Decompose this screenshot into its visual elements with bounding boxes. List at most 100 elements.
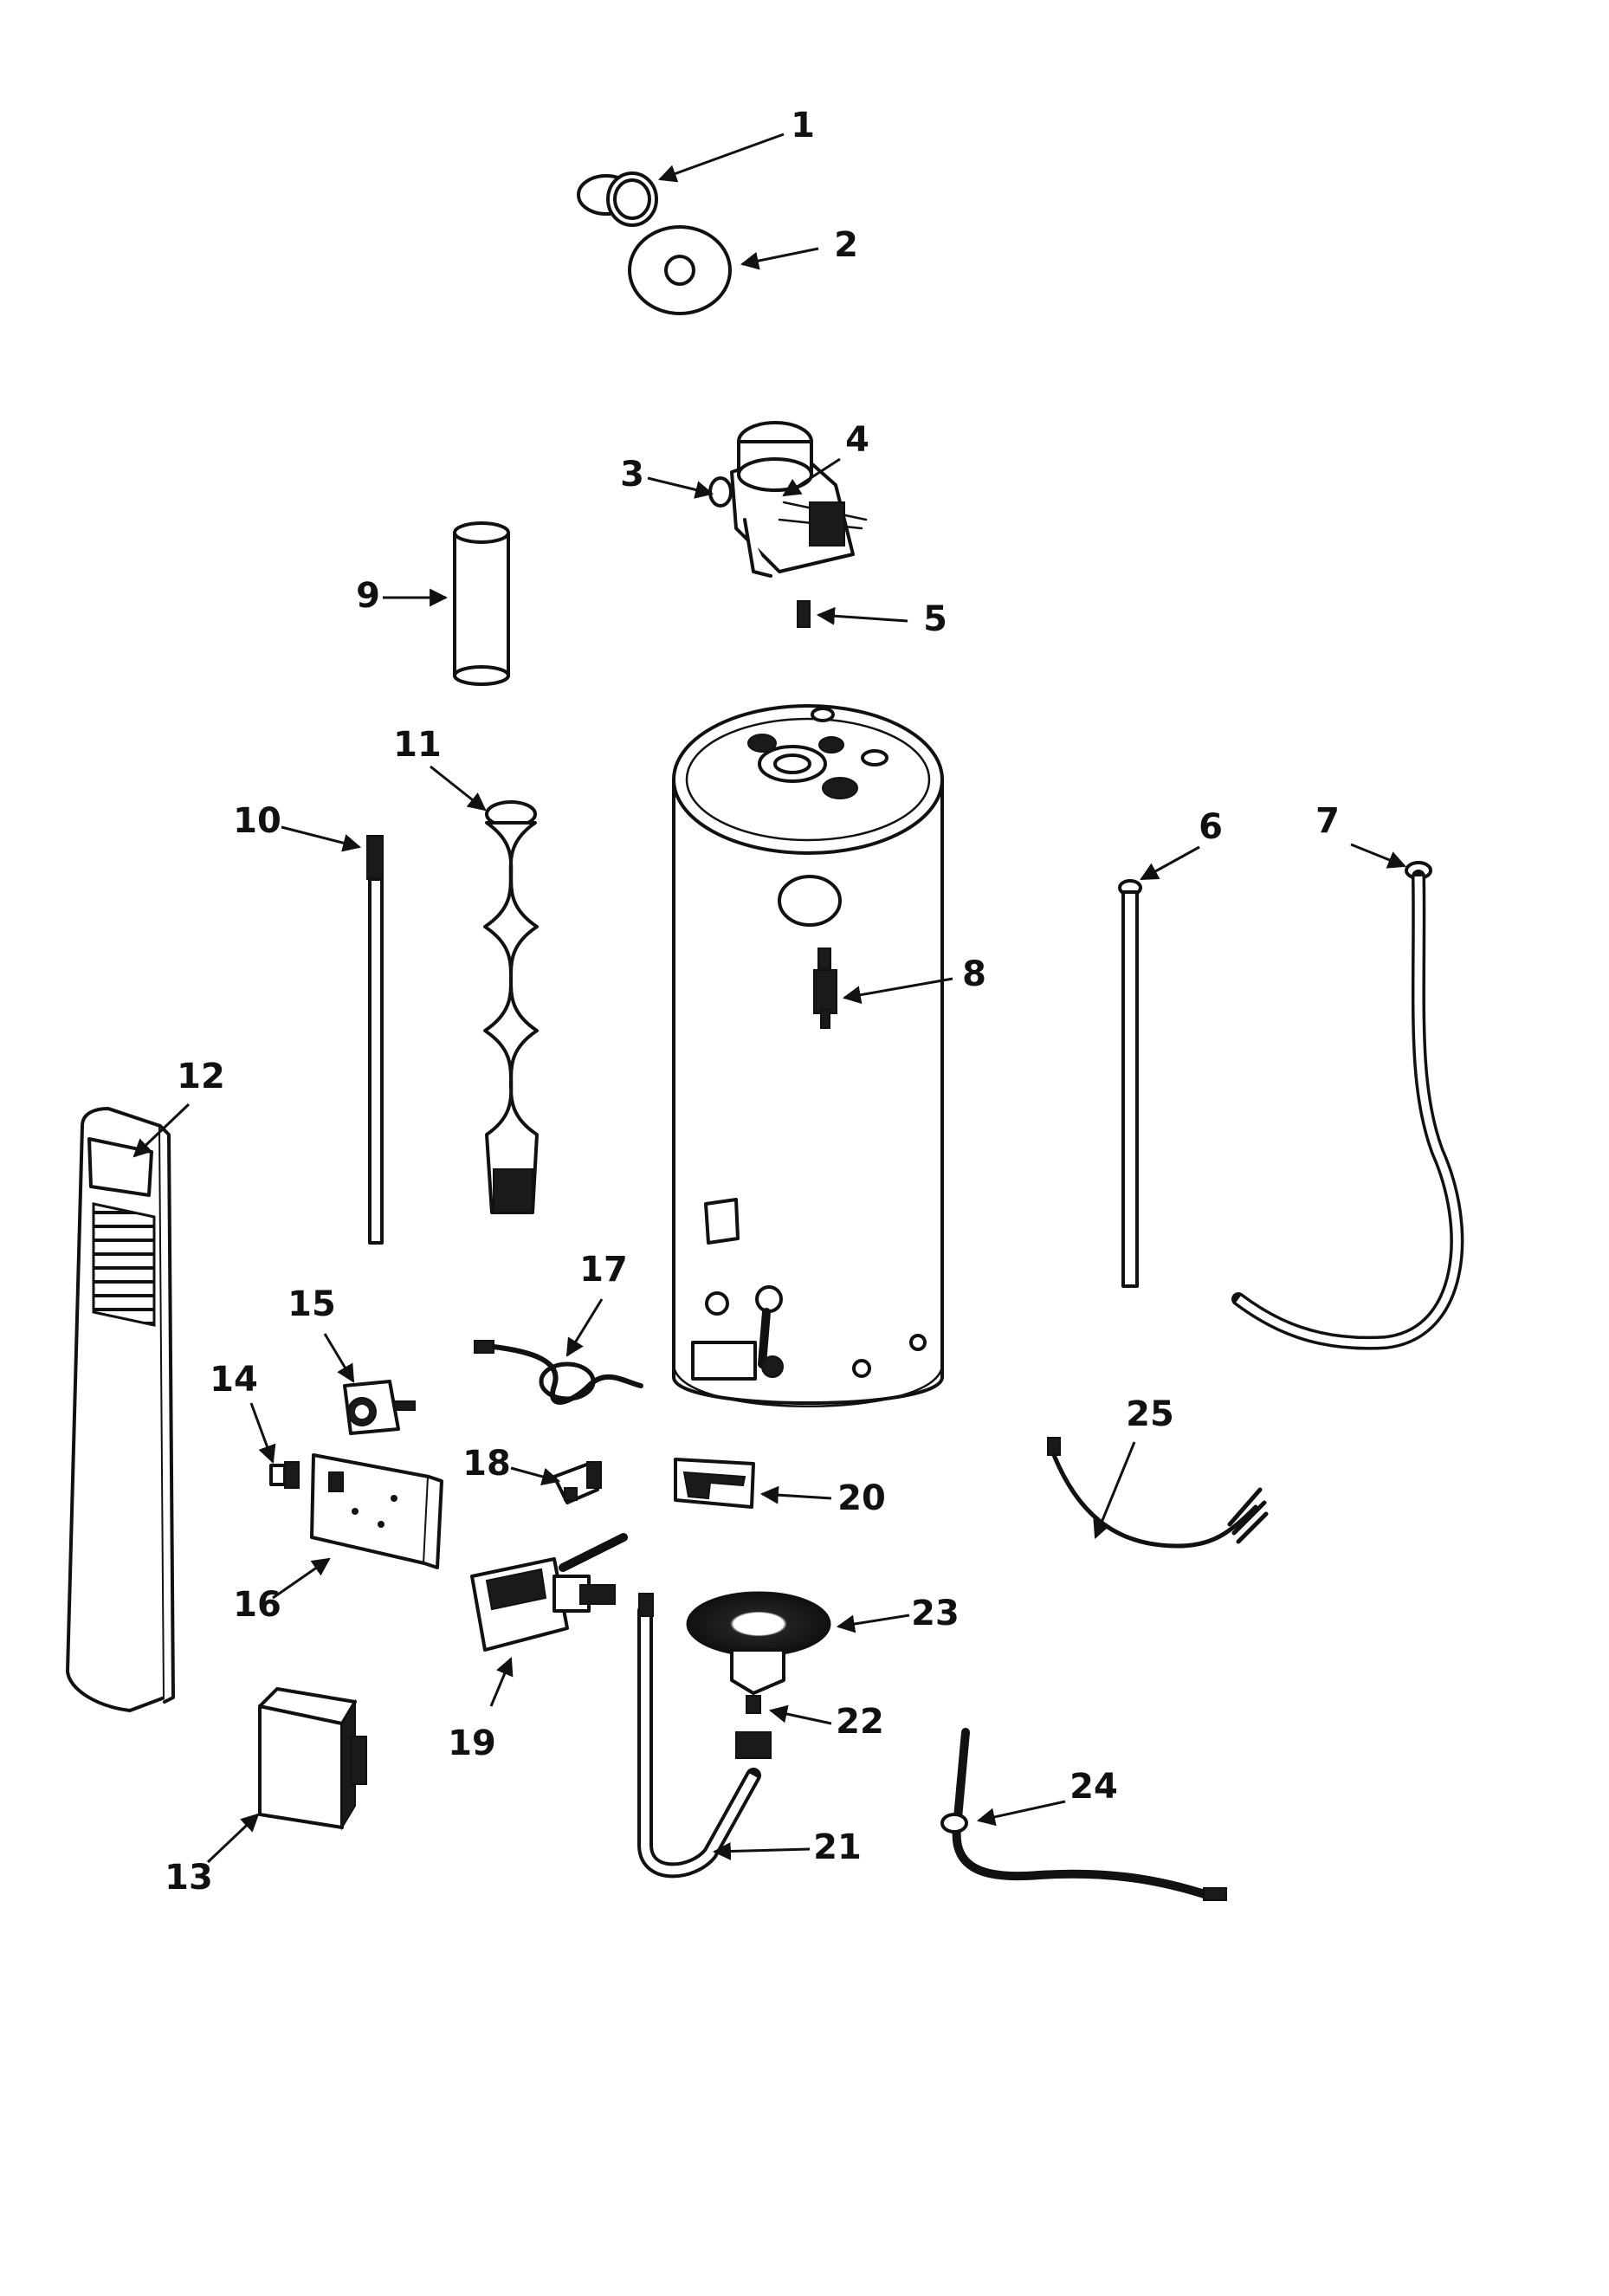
callout-label-22: 22	[836, 1702, 884, 1742]
callout-1: 1	[658, 106, 815, 183]
callout-8: 8	[842, 954, 986, 1005]
leader-12	[132, 1103, 191, 1158]
leader-21	[712, 1841, 811, 1860]
callout-6: 6	[1140, 807, 1223, 881]
leader-10	[281, 825, 362, 852]
callout-label-12: 12	[177, 1057, 225, 1096]
callout-20: 20	[759, 1478, 886, 1518]
water-heater-tank	[672, 704, 944, 1407]
callout-4: 4	[782, 420, 869, 497]
callout-label-15: 15	[288, 1284, 336, 1324]
callout-label-10: 10	[233, 801, 281, 841]
callout-21: 21	[712, 1827, 862, 1867]
part-11-dip-tube	[483, 800, 539, 1214]
part-1-coupling	[577, 171, 658, 227]
callout-9: 9	[356, 576, 449, 616]
leader-4	[782, 457, 841, 497]
callout-16: 16	[233, 1557, 331, 1625]
part-23-burner	[686, 1591, 831, 1695]
callout-label-25: 25	[1126, 1394, 1174, 1434]
part-10-anode-rod	[366, 835, 384, 1245]
leader-3	[647, 476, 714, 499]
part-21-manifold	[637, 1593, 772, 1879]
callout-label-19: 19	[448, 1724, 496, 1763]
leader-5	[816, 606, 908, 625]
leader-24	[976, 1800, 1066, 1827]
callout-12: 12	[132, 1057, 225, 1158]
part-12-jacket-panel	[66, 1107, 175, 1712]
part-24-pilot-assembly	[940, 1728, 1227, 1901]
leader-16	[272, 1557, 331, 1600]
part-15-sensor	[343, 1380, 416, 1435]
callout-13: 13	[165, 1813, 260, 1898]
callout-7: 7	[1315, 801, 1406, 869]
callout-label-4: 4	[845, 420, 869, 460]
leader-19	[489, 1657, 514, 1707]
leader-1	[658, 133, 785, 183]
callout-17: 17	[565, 1250, 628, 1357]
leader-15	[323, 1333, 355, 1383]
part-2-washer	[628, 225, 732, 315]
callout-19: 19	[448, 1657, 514, 1763]
callout-2: 2	[740, 225, 858, 270]
callout-15: 15	[288, 1284, 355, 1383]
part-25-wire-harness	[1047, 1437, 1269, 1549]
leader-13	[206, 1813, 260, 1864]
callout-11: 11	[393, 725, 487, 812]
part-6-pipe	[1118, 879, 1142, 1288]
leader-23	[836, 1614, 910, 1633]
leader-6	[1140, 845, 1200, 881]
tank-drain-fitting	[758, 1308, 784, 1378]
part-20-access-door	[674, 1458, 755, 1509]
callout-label-1: 1	[791, 106, 815, 146]
callout-23: 23	[836, 1594, 960, 1633]
callout-label-8: 8	[962, 954, 986, 994]
leader-25	[1093, 1441, 1136, 1539]
leader-7	[1350, 843, 1406, 869]
part-17-cord	[474, 1340, 643, 1405]
part-14-knob	[269, 1461, 300, 1489]
callout-label-5: 5	[923, 599, 947, 639]
leader-22	[768, 1704, 832, 1725]
part-3-draft-hood	[708, 421, 868, 578]
callout-label-2: 2	[834, 225, 858, 265]
part-22-orifice	[746, 1695, 761, 1714]
callout-label-13: 13	[165, 1858, 213, 1898]
part-8-valve	[813, 948, 837, 1029]
callout-label-16: 16	[233, 1585, 281, 1625]
leader-14	[249, 1402, 276, 1464]
callout-label-18: 18	[462, 1444, 511, 1484]
callout-24: 24	[976, 1767, 1118, 1827]
leader-2	[740, 247, 819, 270]
part-7-flex-tube	[1231, 861, 1464, 1350]
part-19-gas-valve	[470, 1533, 628, 1652]
leader-11	[430, 765, 487, 812]
leader-8	[842, 977, 953, 1005]
callout-label-9: 9	[356, 576, 380, 616]
callout-label-7: 7	[1315, 801, 1340, 841]
callout-14: 14	[210, 1360, 276, 1464]
callout-label-14: 14	[210, 1360, 258, 1400]
callout-10: 10	[233, 801, 362, 852]
part-16-bracket	[310, 1453, 443, 1569]
callout-25: 25	[1093, 1394, 1174, 1539]
part-9-flue-pipe	[453, 521, 510, 686]
callout-label-20: 20	[837, 1478, 886, 1518]
callout-label-23: 23	[911, 1594, 960, 1633]
leader-20	[759, 1485, 832, 1504]
callout-label-17: 17	[579, 1250, 628, 1290]
part-13-cover-box	[258, 1687, 367, 1831]
callout-18: 18	[462, 1444, 561, 1486]
callout-3: 3	[620, 455, 714, 499]
callout-label-24: 24	[1069, 1767, 1118, 1807]
callout-label-3: 3	[620, 455, 644, 495]
part-5-fitting	[797, 600, 811, 628]
leader-17	[565, 1298, 604, 1357]
callout-22: 22	[768, 1702, 884, 1742]
callout-label-21: 21	[813, 1827, 862, 1867]
callout-label-6: 6	[1199, 807, 1223, 847]
callout-label-11: 11	[393, 725, 442, 765]
part-18-tee-fitting	[552, 1461, 602, 1504]
leader-18	[510, 1466, 561, 1486]
